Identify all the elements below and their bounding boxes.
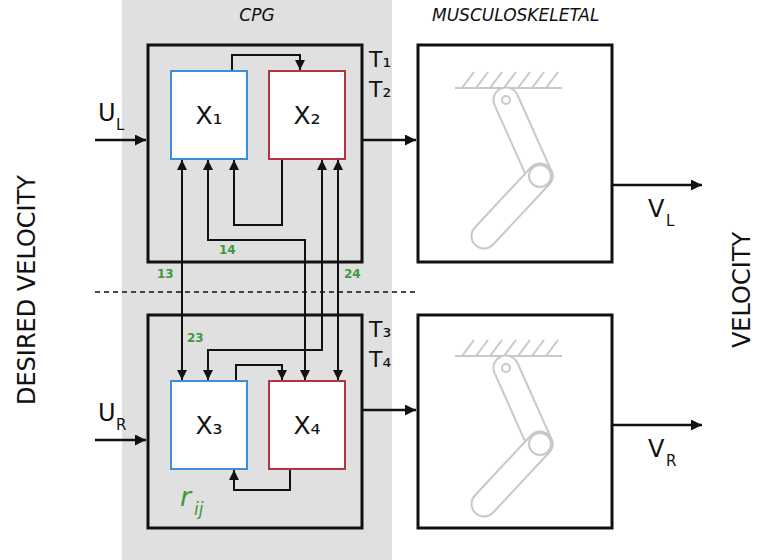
signal-name: V	[648, 196, 664, 222]
cpg-panel-ground	[122, 0, 392, 560]
signal-name: U	[98, 100, 116, 126]
coupling-number: 14	[218, 244, 237, 257]
signal-subscript: L	[116, 117, 124, 134]
oscillator-box: X₄	[268, 380, 346, 470]
oscillator-label: X₂	[293, 101, 320, 130]
coupling-number: 23	[186, 332, 205, 345]
axis-title: VELOCITY	[729, 232, 755, 348]
coupling-connector	[234, 160, 282, 225]
divider-line	[95, 291, 415, 293]
axis-title: DESIRED VELOCITY	[14, 175, 40, 405]
coupling-connector	[337, 160, 339, 380]
signal-subscript: R	[116, 417, 126, 434]
coupling-number: 24	[343, 268, 362, 281]
cpg-right-box	[148, 315, 362, 528]
leg-illustration	[455, 72, 562, 236]
coupling-connector	[181, 160, 183, 380]
signal-name: T₃	[369, 318, 391, 342]
input-arrow	[95, 139, 146, 142]
oscillator-label: X₄	[293, 411, 320, 440]
output-arrow	[613, 424, 702, 427]
signal-subscript: L	[666, 213, 674, 230]
cpg-left-box	[148, 45, 362, 262]
oscillator-box: X₃	[170, 380, 248, 470]
signal-name: T₄	[369, 348, 391, 372]
leg-illustration	[455, 340, 562, 504]
oscillator-box: X₁	[170, 70, 248, 160]
output-arrow	[613, 184, 702, 187]
coupling-connector	[232, 55, 300, 70]
musculoskeletal-box	[418, 45, 612, 262]
torque-arrow	[363, 409, 416, 412]
coupling-connector	[236, 365, 282, 380]
coupling-symbol: r	[180, 482, 191, 512]
coupling-connector	[208, 160, 322, 380]
signal-name: U	[98, 400, 116, 426]
coupling-subscript: ij	[194, 500, 203, 519]
panel-heading: CPG	[122, 6, 392, 25]
oscillator-box: X₂	[268, 70, 346, 160]
oscillator-label: X₁	[195, 101, 222, 130]
input-arrow	[95, 439, 146, 442]
musculoskeletal-box	[418, 315, 612, 528]
signal-name: T₁	[369, 48, 391, 72]
coupling-connector	[208, 160, 305, 380]
signal-name: V	[648, 436, 664, 462]
torque-arrow	[363, 139, 416, 142]
coupling-number: 13	[156, 268, 175, 281]
signal-subscript: R	[666, 453, 676, 470]
signal-name: T₂	[369, 78, 391, 102]
section-heading: MUSCULOSKELETAL	[432, 6, 599, 25]
oscillator-label: X₃	[195, 411, 222, 440]
coupling-connector	[234, 470, 290, 490]
